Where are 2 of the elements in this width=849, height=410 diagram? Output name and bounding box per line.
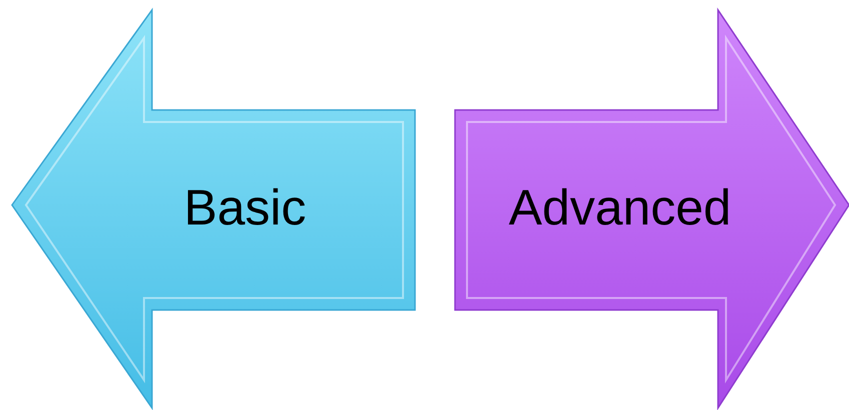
arrow-label: Basic: [184, 180, 306, 236]
arrow-label: Advanced: [508, 180, 732, 236]
